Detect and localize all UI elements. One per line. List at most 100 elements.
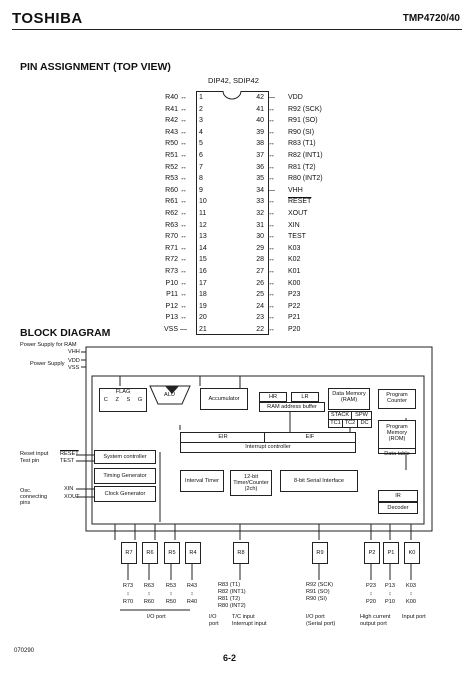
right-pin-arrow-icon: ↔ (268, 128, 275, 136)
left-pin-arrow-icon: ↔ (180, 94, 187, 101)
right-pin-number: 28 (256, 256, 264, 264)
package-label: DIP42, SDIP42 (208, 76, 259, 85)
right-pin-number: 22 (256, 325, 264, 333)
flag-c: C (103, 397, 108, 403)
flag-s: S (126, 397, 131, 403)
left-pin-name: R53 (165, 175, 178, 183)
left-pin-arrow-icon: ↔ (180, 128, 187, 136)
right-pin-arrow-icon: — (268, 186, 275, 194)
r5-mid: ↕ (169, 591, 173, 597)
port-p2: P2 (364, 542, 380, 564)
r9-pin-2: R90 (SI) (306, 596, 327, 602)
port-r9: R9 (312, 542, 328, 564)
r4-pins: R43 ↕ R40 (184, 582, 200, 606)
left-pin-name: R42 (165, 117, 178, 125)
left-pin-number: 19 (199, 302, 207, 310)
left-pin-name: R52 (165, 163, 178, 171)
left-pin-name: R63 (165, 221, 178, 229)
left-pin-name: P12 (165, 302, 178, 310)
left-pin-name: R70 (165, 233, 178, 241)
right-pin-number: 38 (256, 140, 264, 148)
program-memory-label: Program Memory (ROM) (386, 424, 408, 442)
right-pin-arrow-icon: ↔ (268, 291, 275, 299)
r6-mid: ↕ (147, 591, 151, 597)
xin-label: XIN (64, 486, 74, 492)
tc1-block: TC1 (328, 419, 343, 428)
r9-pin-1: R91 (SO) (306, 589, 330, 595)
left-pin-number: 4 (199, 128, 203, 136)
tc-interrupt-label: T/C input Interrupt input (232, 614, 267, 627)
left-pin-number: 11 (199, 209, 207, 217)
left-pin-number: 2 (199, 105, 203, 113)
program-counter-block: Program Counter (378, 389, 416, 409)
right-pin-number: 29 (256, 244, 264, 252)
right-pin-number: 24 (256, 302, 264, 310)
right-pin-arrow-icon: ↔ (268, 267, 275, 275)
left-pin-name: R62 (165, 209, 178, 217)
right-pin-name: R90 (SI) (288, 128, 315, 136)
port-r5: R5 (164, 542, 180, 564)
left-pin-name: P11 (166, 291, 178, 299)
left-pin-number: 9 (199, 186, 203, 194)
k0-mid: ↕ (409, 591, 413, 597)
right-pin-name: TEST (288, 233, 306, 241)
r6-top: R63 (143, 583, 155, 589)
left-pin-name: R60 (165, 186, 178, 194)
left-pin-name: P13 (165, 314, 178, 322)
program-memory-block: Program Memory (ROM) Data table (378, 420, 416, 457)
block-diagram-title: BLOCK DIAGRAM (20, 327, 111, 339)
flag-block: FLAG C Z S G (99, 388, 147, 412)
left-pin-arrow-icon: ↔ (180, 233, 187, 241)
right-pin-arrow-icon: ↔ (268, 163, 275, 171)
left-pin-number: 5 (199, 140, 203, 148)
alu-label: ALU (164, 392, 175, 398)
r8-pins: R83 (T1) R82 (INT1) R81 (T2) R80 (INT2) (218, 582, 246, 610)
left-pin-name: R73 (165, 267, 178, 275)
flag-g: G (137, 397, 143, 403)
right-pin-number: 42 (256, 94, 264, 101)
interval-timer-block: Interval Timer (180, 470, 224, 492)
tc2-block: TC2 (342, 419, 358, 428)
right-pin-number: 35 (256, 175, 264, 183)
io-port-label-2: I/O port (209, 614, 219, 627)
left-pin-number: 13 (199, 233, 207, 241)
r7-top: R73 (122, 583, 134, 589)
left-pin-arrow-icon: — (180, 325, 187, 333)
right-pin-arrow-icon: ↔ (268, 140, 275, 148)
right-pin-arrow-icon: ↔ (268, 117, 275, 125)
vss-label: VSS (68, 365, 80, 371)
left-pin-number: 7 (199, 163, 203, 171)
flag-label: FLAG (115, 389, 131, 395)
left-pin-number: 6 (199, 151, 203, 159)
right-pin-arrow-icon: ↔ (268, 244, 275, 252)
interrupt-controller-block: Interrupt controller (180, 442, 356, 453)
left-pin-arrow-icon: ↔ (180, 163, 187, 171)
left-pin-name: R40 (165, 94, 178, 101)
flag-z: Z (115, 397, 119, 403)
power-label: Power Supply (30, 361, 65, 367)
right-pin-number: 34 (256, 186, 264, 194)
right-pin-name: R82 (INT1) (288, 151, 323, 159)
test-label: TEST (60, 458, 75, 464)
left-pin-name: VSS (163, 325, 178, 333)
pin-assignment-title: PIN ASSIGNMENT (TOP VIEW) (20, 61, 171, 73)
dc-block: DC (357, 419, 372, 428)
accumulator-block: Accumulator (200, 388, 248, 410)
input-port-label: Input port (402, 614, 426, 620)
right-pin-name: K03 (288, 244, 301, 252)
k0-bottom: K00 (406, 599, 416, 605)
vhh-label: VHH (68, 349, 80, 355)
left-pin-number: 18 (199, 291, 207, 299)
ir-block: IR (378, 490, 418, 502)
port-p1: P1 (383, 542, 399, 564)
right-pin-arrow-icon: ↔ (268, 314, 275, 322)
r9-pin-0: R92 (SCK) (306, 582, 334, 588)
high-current-port-label: High current output port (360, 614, 391, 627)
right-pin-arrow-icon: ↔ (268, 325, 275, 333)
left-pin-number: 10 (199, 198, 207, 206)
right-pin-name: VHH (288, 186, 303, 194)
header-rule (12, 29, 462, 30)
